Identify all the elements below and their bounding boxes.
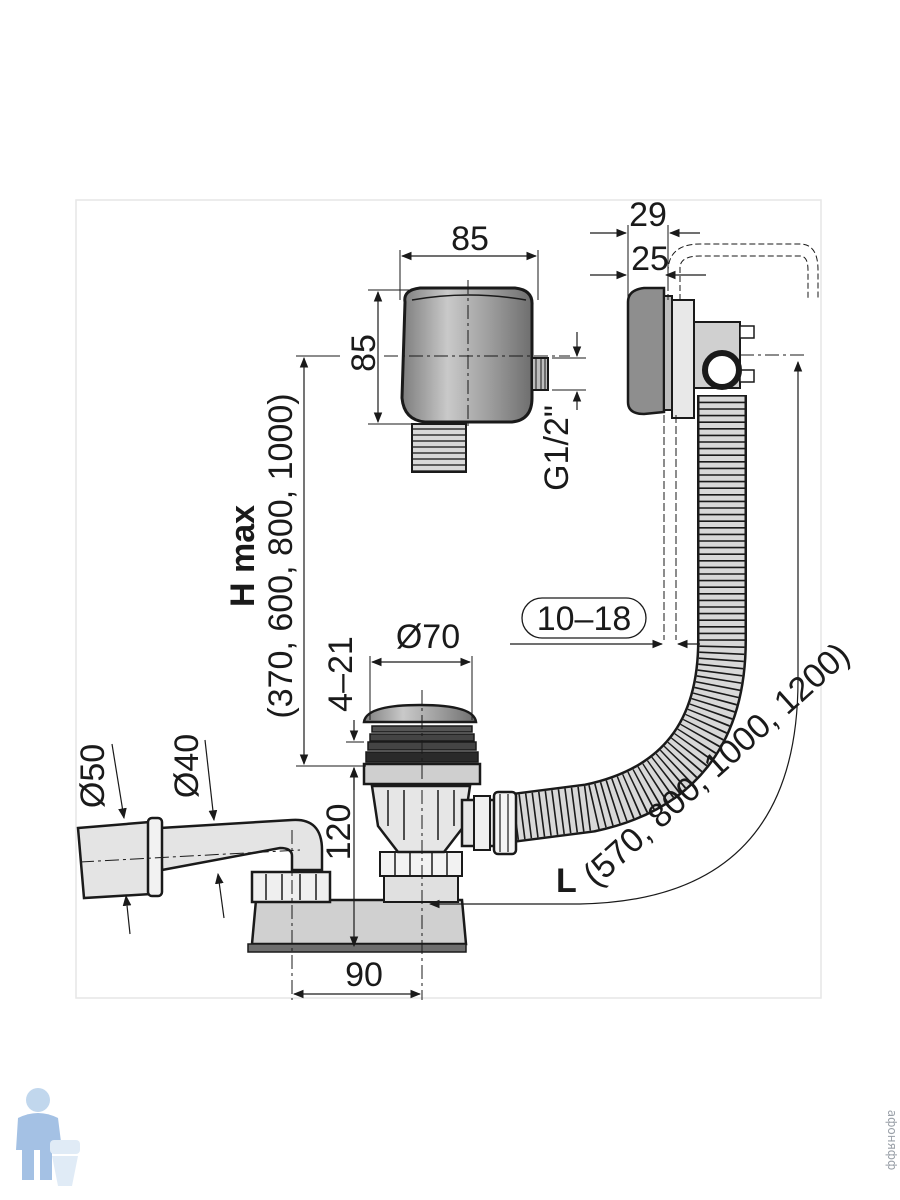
dim-plate-25: 25: [590, 240, 706, 280]
plumber-logo: [16, 1088, 80, 1186]
dim-outlet-40: Ø40: [168, 734, 225, 919]
label-plate-29: 29: [629, 196, 667, 234]
label-length: L: [556, 862, 577, 900]
label-outlet-40: Ø40: [168, 734, 206, 798]
label-base-90: 90: [345, 956, 383, 994]
label-h-max: H max: [224, 505, 262, 607]
watermark-text: афоняфф: [885, 1110, 899, 1171]
label-drain-diameter: Ø70: [396, 618, 460, 656]
outlet-pipe: [76, 816, 332, 904]
label-outlet-50: Ø50: [74, 744, 112, 808]
label-thread: G1/2": [538, 405, 576, 491]
label-h-max-values: (370, 600, 800, 1000): [262, 393, 300, 718]
dim-plate-29: 29: [590, 196, 700, 300]
label-plate-25: 25: [631, 240, 669, 278]
label-overflow-height: 85: [345, 334, 383, 372]
dim-drain-gap: 4–21: [322, 636, 364, 790]
dim-outlet-50: Ø50: [74, 744, 132, 935]
frame-border: [75, 199, 822, 999]
label-wall-range: 10–18: [537, 600, 632, 638]
label-overflow-width: 85: [451, 220, 489, 258]
overflow-head: [400, 286, 549, 473]
dim-height-120: 120: [320, 766, 359, 948]
dim-wall-range: 10–18: [510, 597, 700, 649]
center-line-outlet: [79, 849, 301, 863]
dim-base-90: 90: [292, 956, 422, 999]
dim-overflow-width: 85: [399, 220, 539, 300]
dim-h-max: H max (370, 600, 800, 1000): [224, 355, 366, 767]
dim-overflow-height: 85: [345, 289, 412, 425]
label-height-120: 120: [320, 804, 358, 861]
label-drain-gap: 4–21: [322, 636, 360, 712]
